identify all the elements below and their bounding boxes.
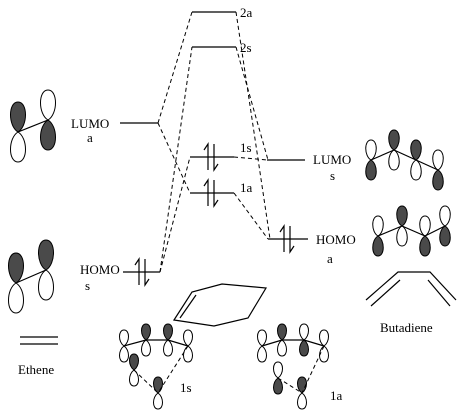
- ethene-caption: Ethene: [18, 362, 54, 377]
- ethene-lumo-orbital: [10, 89, 56, 163]
- ethene-lumo-symmetry: a: [87, 130, 93, 145]
- butadiene-homo-symmetry: a: [327, 251, 333, 266]
- transition-orbital-1a: [257, 323, 329, 410]
- electron-pair-ethene-homo: [134, 257, 150, 287]
- electron-pair-1a: [203, 178, 219, 208]
- butadiene-caption: Butadiene: [380, 320, 433, 335]
- ethene-homo-label: HOMO: [80, 262, 120, 277]
- transition-1s-caption: 1s: [180, 380, 192, 395]
- ethene-lumo-label: LUMO: [71, 116, 109, 131]
- label-2a: 2a: [240, 5, 253, 20]
- electron-pair-butadiene-homo: [279, 224, 295, 254]
- butadiene-lumo-symmetry: s: [330, 168, 335, 183]
- energy-levels: [120, 11, 308, 273]
- label-2s: 2s: [240, 40, 252, 55]
- ethene-structure: [20, 336, 58, 345]
- label-1a: 1a: [240, 180, 253, 195]
- butadiene-lumo-orbital: [365, 129, 444, 191]
- butadiene-structure: [365, 271, 457, 307]
- correlation-lines: [157, 11, 271, 273]
- label-1s: 1s: [240, 140, 252, 155]
- electron-pair-1s: [203, 142, 219, 172]
- butadiene-lumo-label: LUMO: [313, 152, 351, 167]
- ethene-homo-orbital: [8, 239, 54, 314]
- transition-1a-caption: 1a: [330, 388, 343, 403]
- cyclohexene-structure: [172, 283, 268, 327]
- transition-orbital-1s: [119, 323, 193, 410]
- butadiene-homo-orbital: [372, 205, 451, 257]
- electron-pairs: [134, 142, 295, 287]
- butadiene-homo-label: HOMO: [316, 232, 356, 247]
- ethene-homo-symmetry: s: [85, 278, 90, 293]
